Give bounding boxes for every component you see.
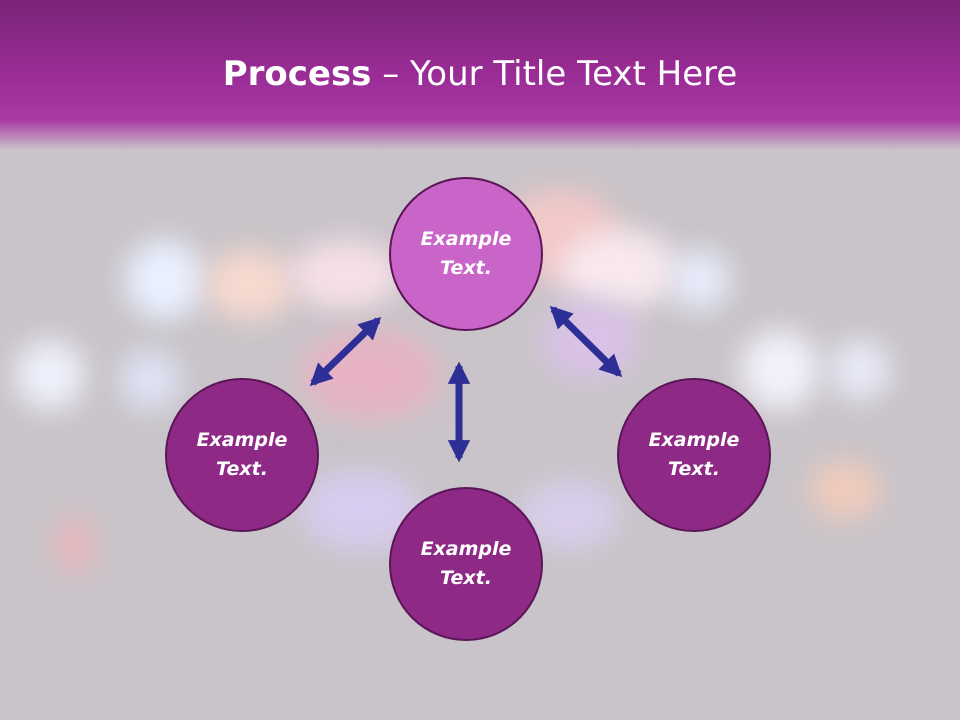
node-label-line2: Text. <box>668 458 720 480</box>
node-label-line1: Example <box>648 429 740 451</box>
node-label-line2: Text. <box>440 257 492 279</box>
node-label-line1: Example <box>420 228 512 250</box>
node-label-line2: Text. <box>216 458 268 480</box>
title-bar <box>0 0 960 150</box>
title-rest: – Your Title Text Here <box>371 54 738 94</box>
node-label-line2: Text. <box>440 567 492 589</box>
process-node-right: Example Text. <box>617 378 771 532</box>
slide-title: Process – Your Title Text Here <box>0 52 960 96</box>
title-bold: Process <box>222 54 372 94</box>
double-arrow-top-right <box>549 305 623 378</box>
node-label-line1: Example <box>420 538 512 560</box>
node-label-line1: Example <box>196 429 288 451</box>
process-node-top: Example Text. <box>389 177 543 331</box>
process-node-bottom: Example Text. <box>389 487 543 641</box>
double-arrow-top-left <box>309 316 382 387</box>
process-node-left: Example Text. <box>165 378 319 532</box>
